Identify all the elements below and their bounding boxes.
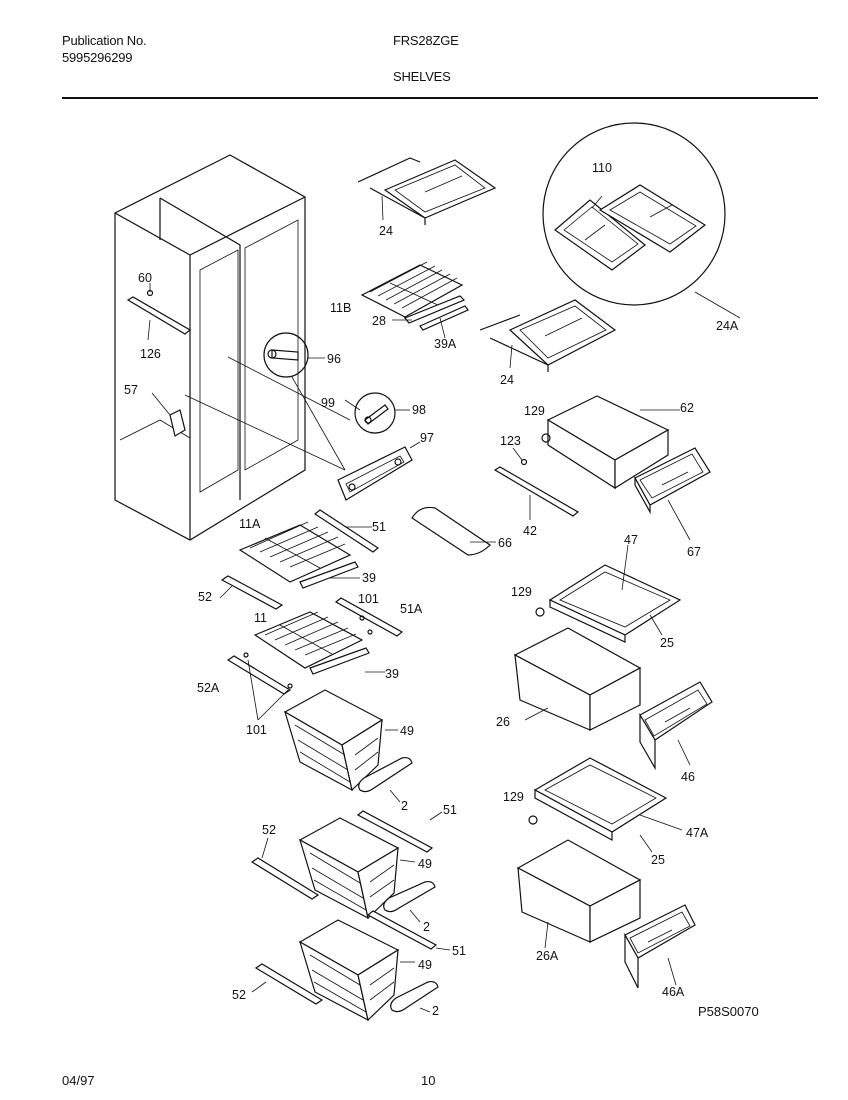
rail-52-middle — [250, 837, 320, 900]
handle-2-top — [358, 756, 413, 803]
rail-126 — [126, 283, 192, 341]
door-46A — [624, 904, 696, 989]
rail-52-upper — [219, 575, 284, 610]
callout-label: 126 — [140, 347, 161, 361]
callout-label: 39 — [362, 571, 376, 585]
callout-label: 24 — [500, 373, 514, 387]
callout-label: 47 — [624, 533, 638, 547]
callout-label: 97 — [420, 431, 434, 445]
callout-label: 52 — [198, 590, 212, 604]
callout-label: 2 — [432, 1004, 439, 1018]
rail-51-bottom — [366, 910, 451, 951]
shelf-rail-42 — [493, 447, 580, 520]
publication-number: 5995296299 — [62, 50, 133, 65]
callout-label: 57 — [124, 383, 138, 397]
door-67 — [634, 447, 711, 541]
callout-label: 110 — [592, 161, 612, 175]
crisper-cover-47A — [528, 757, 683, 853]
part-57 — [151, 392, 186, 437]
page-number: 10 — [421, 1073, 436, 1088]
callout-label: 52 — [262, 823, 276, 837]
section-title: SHELVES — [393, 69, 451, 84]
callout-label: 39 — [385, 667, 399, 681]
callout-label: 11B — [330, 301, 351, 315]
callout-label: 62 — [680, 401, 694, 415]
callout-label: 49 — [418, 958, 432, 972]
bin-62 — [541, 395, 680, 490]
callout-label: 66 — [498, 536, 512, 550]
rail-52A — [226, 652, 293, 721]
callout-label: 101 — [246, 723, 267, 737]
callout-label: 42 — [523, 524, 537, 538]
callout-label: 129 — [524, 404, 545, 418]
callout-label: 51 — [443, 803, 457, 817]
detail-circle-99-98 — [344, 392, 410, 434]
rail-51-middle — [356, 810, 443, 853]
callout-label: 26A — [536, 949, 559, 963]
bracket-97 — [337, 441, 421, 501]
callout-label: 26 — [496, 715, 510, 729]
callout-label: 25 — [651, 853, 665, 867]
wire-shelf-11B — [360, 261, 469, 339]
callout-label: 99 — [321, 396, 335, 410]
callout-label: 51 — [452, 944, 466, 958]
callout-label: 28 — [372, 314, 386, 328]
basket-49-top — [283, 689, 398, 792]
callout-label: 47A — [686, 826, 709, 840]
callout-label: 52 — [232, 988, 246, 1002]
refrigerator-cabinet — [114, 154, 351, 541]
callout-label: 2 — [401, 799, 408, 813]
callout-label: 123 — [500, 434, 521, 448]
model-number: FRS28ZGE — [393, 33, 459, 48]
callout-label: 49 — [418, 857, 432, 871]
handle-2-bottom — [390, 980, 439, 1013]
crisper-drawer-26 — [513, 627, 642, 731]
callout-label: 98 — [412, 403, 426, 417]
callout-label: 96 — [327, 352, 341, 366]
rail-52-bottom — [251, 963, 324, 1005]
callout-label: 11 — [254, 611, 267, 625]
publication-label: Publication No. — [62, 33, 147, 48]
crisper-cover-47 — [535, 544, 682, 643]
detail-circle-96 — [263, 332, 346, 471]
wire-shelf-11 — [253, 597, 404, 675]
callout-label: 2 — [423, 920, 430, 934]
callout-label: 24A — [716, 319, 739, 333]
callout-label: 24 — [379, 224, 393, 238]
callout-label: 11A — [239, 517, 261, 531]
callout-label: 101 — [358, 592, 379, 606]
handle-2-middle — [383, 880, 436, 923]
callout-label: 60 — [138, 271, 152, 285]
crisper-drawer-26A — [516, 839, 642, 949]
callout-label: 51A — [400, 602, 423, 616]
glass-shelf-24-top — [357, 157, 497, 225]
wire-shelf-11A — [238, 509, 380, 589]
detail-circle-24A — [542, 122, 741, 319]
callout-label: 25 — [660, 636, 674, 650]
callout-label: 129 — [511, 585, 532, 599]
callout-label: 46A — [662, 985, 685, 999]
callout-label: 49 — [400, 724, 414, 738]
glass-shelf-24-middle — [479, 299, 617, 372]
callout-labels: 24 110 24A 11B 28 39A 24 60 126 96 57 99… — [124, 161, 739, 1018]
callout-label: 129 — [503, 790, 524, 804]
callout-label: 52A — [197, 681, 220, 695]
callout-label: 39A — [434, 337, 457, 351]
callout-label: 46 — [681, 770, 695, 784]
basket-49-bottom — [298, 919, 415, 1022]
header-rule — [62, 97, 818, 99]
basket-49-middle — [298, 817, 416, 920]
figure-id: P58S0070 — [698, 1004, 759, 1019]
footer-date: 04/97 — [62, 1073, 95, 1088]
part-66 — [411, 506, 496, 556]
callout-label: 51 — [372, 520, 386, 534]
door-46 — [639, 681, 713, 771]
callout-label: 67 — [687, 545, 701, 559]
